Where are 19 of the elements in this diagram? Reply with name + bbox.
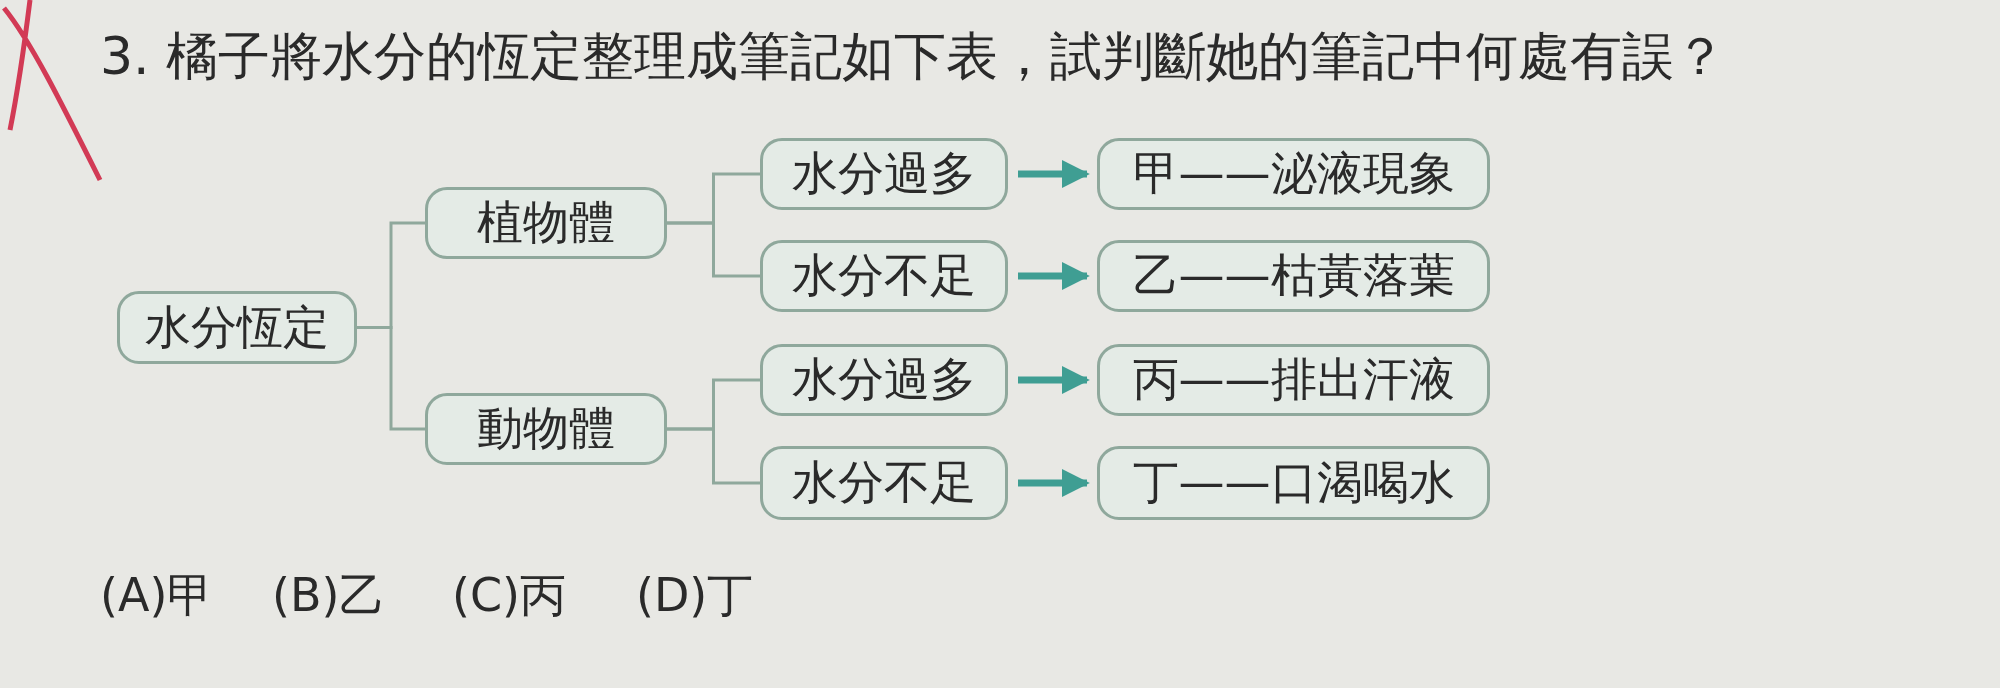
category-box: 植物體 [425, 187, 667, 259]
answer-option: (B)乙 [272, 565, 386, 627]
connector-line [357, 326, 425, 431]
concept-box: 水分不足 [760, 240, 1008, 312]
root-box: 水分恆定 [117, 291, 357, 364]
question-text: 3. 橘子將水分的恆定整理成筆記如下表，試判斷她的筆記中何處有誤？ [100, 25, 1727, 88]
answer-option: (A)甲 [100, 565, 214, 627]
concept-box: 丁——口渴喝水 [1097, 446, 1490, 520]
concept-box: 乙——枯黃落葉 [1097, 240, 1490, 312]
concept-box: 水分過多 [760, 344, 1008, 416]
connector-line [667, 221, 760, 278]
answer-option: (C)丙 [452, 565, 566, 627]
concept-box: 水分過多 [760, 138, 1008, 210]
concept-box: 水分不足 [760, 446, 1008, 520]
connector-line [667, 427, 760, 485]
concept-box: 丙——排出汗液 [1097, 344, 1490, 416]
answer-option: (D)丁 [636, 565, 754, 627]
concept-box: 甲——泌液現象 [1097, 138, 1490, 210]
category-box: 動物體 [425, 393, 667, 465]
